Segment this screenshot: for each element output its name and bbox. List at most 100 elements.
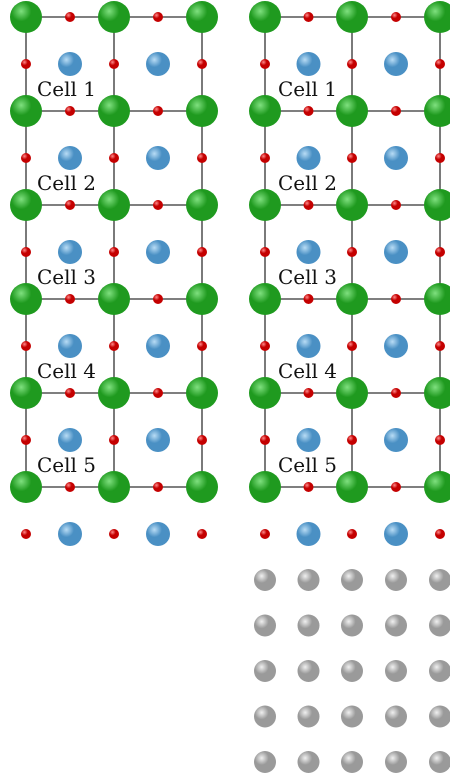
left-panel-small-atom-row-5-1 <box>153 482 163 492</box>
right-panel-small-atom-mid-2-2 <box>435 247 445 257</box>
right-panel-large-atom-0-0 <box>249 1 281 33</box>
right-panel-small-atom-row-2-0 <box>303 200 314 210</box>
right-panel-small-atom-row-5-1 <box>391 482 401 492</box>
right-panel-large-atom-1-0 <box>249 95 281 127</box>
left-panel-small-atom-row-1-0 <box>65 106 75 116</box>
atom-layer <box>10 1 450 773</box>
right-panel-substrate-atom-2-0 <box>254 660 276 682</box>
left-panel-large-atom-2-0 <box>10 189 42 221</box>
left-panel-small-atom-row-2-1 <box>153 200 163 210</box>
right-panel-substrate-atom-2-4 <box>429 660 450 682</box>
left-panel-small-atom-mid-4-2 <box>197 435 207 445</box>
right-panel-substrate-atom-3-0 <box>254 705 276 728</box>
left-panel-small-atom-row-5-0 <box>65 482 75 492</box>
right-panel-large-atom-4-0 <box>249 377 281 409</box>
right-panel-substrate-atom-2-3 <box>385 660 407 682</box>
right-panel-large-atom-3-1 <box>336 283 368 315</box>
right-cell-3-label: Cell 3 <box>278 265 337 289</box>
right-panel-large-atom-0-2 <box>424 1 450 33</box>
left-panel-large-atom-5-0 <box>10 471 42 503</box>
right-panel-small-atom-mid-2-1 <box>347 247 357 257</box>
left-panel-medium-atom-0-0 <box>58 52 82 76</box>
right-panel-large-atom-3-0 <box>249 283 281 315</box>
right-panel-substrate-atom-2-1 <box>297 660 320 682</box>
left-panel-large-atom-1-0 <box>10 95 42 127</box>
left-panel-small-atom-mid-3-0 <box>21 341 31 351</box>
left-panel-large-atom-3-0 <box>10 283 42 315</box>
right-panel-small-atom-mid-4-2 <box>435 435 445 445</box>
right-panel-medium-atom-3-1 <box>384 334 408 358</box>
right-panel-small-atom-row-4-0 <box>303 388 314 398</box>
left-cell-5-label: Cell 5 <box>37 453 96 477</box>
right-panel-medium-atom-3-0 <box>296 334 321 358</box>
left-panel-medium-atom-3-0 <box>58 334 82 358</box>
left-cell-3-label: Cell 3 <box>37 265 96 289</box>
right-panel-large-atom-4-1 <box>336 377 368 409</box>
left-panel-large-atom-0-1 <box>98 1 130 33</box>
left-panel-large-atom-4-0 <box>10 377 42 409</box>
left-panel-small-atom-mid-1-0 <box>21 153 31 163</box>
left-panel-medium-atom-0-1 <box>146 52 170 76</box>
left-panel-large-atom-2-1 <box>98 189 130 221</box>
left-panel-medium-atom-1-0 <box>58 146 82 170</box>
right-panel-medium-atom-4-1 <box>384 428 408 452</box>
left-panel-large-atom-0-2 <box>186 1 218 33</box>
right-panel-small-atom-mid-1-0 <box>260 153 270 163</box>
right-panel-medium-atom-0-0 <box>296 52 321 76</box>
left-panel-small-atom-mid-5-2 <box>197 529 207 539</box>
left-panel-small-atom-mid-1-1 <box>109 153 119 163</box>
right-cell-2-label: Cell 2 <box>278 171 337 195</box>
left-panel-small-atom-mid-4-1 <box>109 435 119 445</box>
left-panel-small-atom-row-2-0 <box>65 200 75 210</box>
right-panel-substrate-atom-4-3 <box>385 751 407 773</box>
left-panel-small-atom-row-1-1 <box>153 106 163 116</box>
right-panel-substrate-atom-0-0 <box>254 569 276 591</box>
right-panel-medium-atom-1-0 <box>296 146 321 170</box>
left-panel-medium-atom-1-1 <box>146 146 170 170</box>
left-panel-small-atom-mid-0-0 <box>21 59 31 69</box>
left-panel-large-atom-3-1 <box>98 283 130 315</box>
right-panel-substrate-atom-0-4 <box>429 569 450 591</box>
right-panel-small-atom-mid-1-2 <box>435 153 445 163</box>
right-panel-substrate-atom-1-2 <box>341 614 363 637</box>
right-panel-medium-atom-2-0 <box>296 240 321 264</box>
right-panel-small-atom-row-3-1 <box>391 294 401 304</box>
right-panel-substrate-atom-4-1 <box>297 751 320 773</box>
right-panel-large-atom-5-2 <box>424 471 450 503</box>
left-cell-4-label: Cell 4 <box>37 359 96 383</box>
right-panel-substrate-atom-1-0 <box>254 614 276 637</box>
right-panel-large-atom-3-2 <box>424 283 450 315</box>
left-panel-medium-atom-4-1 <box>146 428 170 452</box>
left-panel-small-atom-row-3-1 <box>153 294 163 304</box>
right-panel-small-atom-row-1-0 <box>303 106 314 116</box>
left-panel-medium-atom-4-0 <box>58 428 82 452</box>
left-panel-large-atom-1-1 <box>98 95 130 127</box>
left-panel-small-atom-row-3-0 <box>65 294 75 304</box>
right-cell-4-label: Cell 4 <box>278 359 337 383</box>
right-panel-small-atom-mid-0-2 <box>435 59 445 69</box>
right-panel-small-atom-row-2-1 <box>391 200 401 210</box>
right-panel-substrate-atom-0-1 <box>297 569 320 591</box>
right-panel-large-atom-5-0 <box>249 471 281 503</box>
left-panel-medium-atom-2-1 <box>146 240 170 264</box>
right-panel-small-atom-mid-3-2 <box>435 341 445 351</box>
right-panel-small-atom-mid-0-0 <box>260 59 270 69</box>
right-panel-small-atom-row-0-0 <box>303 12 314 22</box>
right-panel-substrate-atom-4-0 <box>254 751 276 773</box>
right-panel-small-atom-mid-1-1 <box>347 153 357 163</box>
left-panel-large-atom-0-0 <box>10 1 42 33</box>
left-panel-large-atom-2-2 <box>186 189 218 221</box>
right-panel-large-atom-2-0 <box>249 189 281 221</box>
right-panel-medium-atom-5-1 <box>384 522 408 546</box>
left-panel-large-atom-5-2 <box>186 471 218 503</box>
right-panel-substrate-atom-4-2 <box>341 751 363 773</box>
left-panel-small-atom-row-4-0 <box>65 388 75 398</box>
right-cell-1-label: Cell 1 <box>278 77 337 101</box>
right-panel-large-atom-1-2 <box>424 95 450 127</box>
left-panel-large-atom-5-1 <box>98 471 130 503</box>
right-panel-substrate-atom-3-4 <box>429 705 450 728</box>
left-panel-small-atom-mid-1-2 <box>197 153 207 163</box>
right-cell-5-label: Cell 5 <box>278 453 337 477</box>
right-panel-small-atom-mid-2-0 <box>260 247 270 257</box>
